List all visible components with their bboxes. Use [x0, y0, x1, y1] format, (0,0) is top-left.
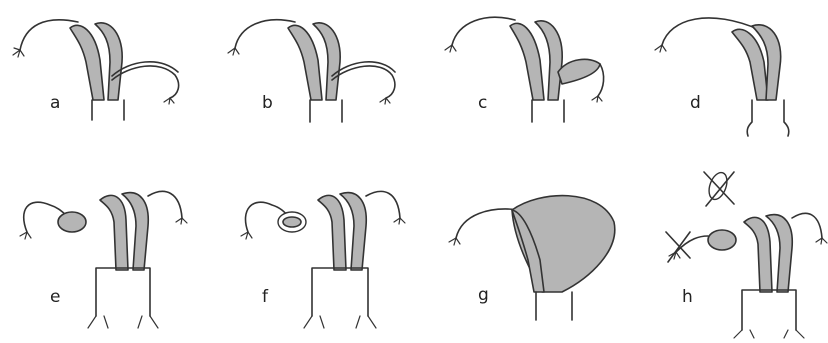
panel-f: f — [241, 191, 405, 328]
panel-c: c — [445, 17, 604, 122]
panel-label: f — [262, 287, 269, 307]
ovary — [58, 212, 86, 232]
panel-label: c — [478, 93, 487, 113]
panel-b: b — [228, 20, 395, 122]
panel-g: g — [449, 196, 615, 320]
rudimentary-horn — [558, 59, 600, 84]
panel-h: h — [666, 170, 827, 338]
panel-d: d — [655, 18, 789, 136]
left-horn — [70, 25, 104, 100]
panel-label: d — [690, 93, 701, 113]
panel-label: b — [262, 93, 273, 113]
left-tube — [20, 20, 78, 50]
right-tube — [112, 66, 179, 98]
panel-a: a — [13, 20, 179, 120]
panel-label: a — [50, 93, 60, 113]
cross-mark — [666, 232, 690, 262]
panel-label: h — [682, 287, 693, 307]
panel-e: e — [20, 191, 187, 328]
cervix — [92, 100, 124, 120]
panel-label: e — [50, 287, 60, 307]
panel-label: g — [478, 285, 489, 305]
